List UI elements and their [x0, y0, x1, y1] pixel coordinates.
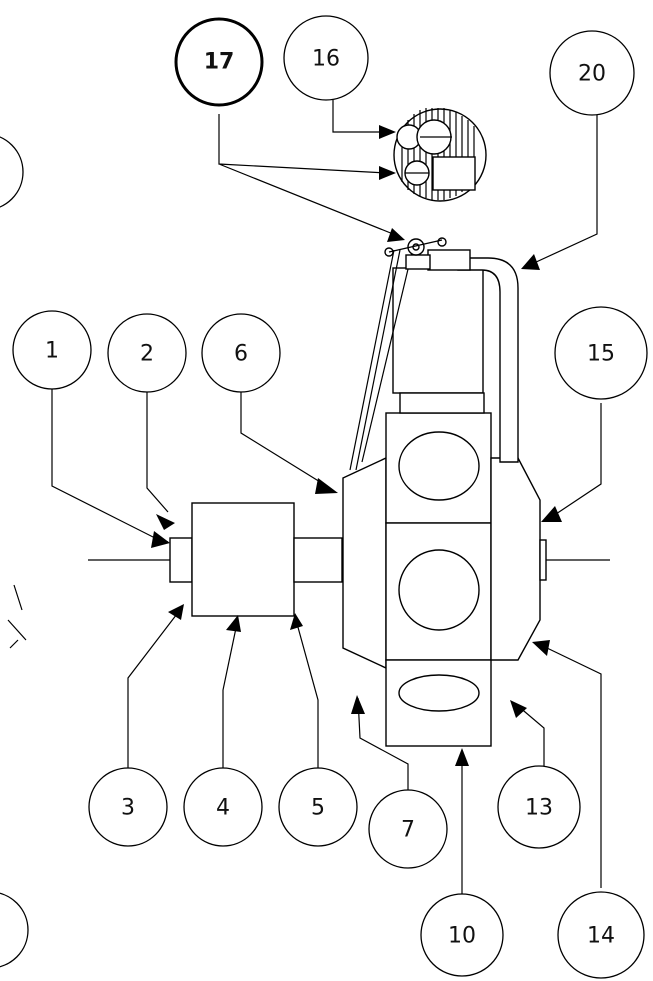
callout-7-label: 7	[401, 818, 415, 843]
shaft-sleeve	[293, 537, 343, 583]
arrow-20	[521, 254, 540, 270]
inlet-bell	[342, 456, 387, 670]
pump-housing	[342, 412, 547, 747]
leader-3	[127, 609, 181, 768]
callout-17: 17	[174, 17, 264, 107]
arrow-6	[315, 478, 338, 494]
callout-6: 6	[201, 313, 281, 393]
callout-4: 4	[183, 767, 263, 847]
leader-17	[218, 114, 399, 237]
motor-base	[399, 392, 485, 414]
motor-assembly	[349, 237, 519, 471]
callout-15: 15	[554, 306, 648, 400]
callout-5-label: 5	[311, 796, 325, 821]
partial-margin-mark	[7, 584, 27, 649]
return-tube	[457, 257, 519, 463]
callout-10: 10	[420, 893, 504, 977]
callout-2-label: 2	[140, 342, 154, 367]
lifting-cable	[349, 243, 415, 471]
arrow-10	[455, 748, 469, 766]
leader-5	[295, 619, 319, 768]
hook-bracket	[405, 254, 431, 270]
motor-body	[392, 267, 484, 394]
lower-port	[398, 674, 480, 712]
callout-20-label: 20	[578, 62, 606, 87]
middle-port	[398, 549, 480, 631]
detail-box	[432, 156, 476, 191]
upper-port	[398, 431, 480, 501]
callout-13-label: 13	[525, 796, 553, 821]
leader-7	[357, 697, 409, 790]
callout-1-label: 1	[45, 339, 59, 364]
partial-callout-left-top	[0, 136, 24, 208]
leader-13	[517, 705, 545, 769]
callout-5: 5	[278, 767, 358, 847]
arrow-4	[226, 615, 241, 632]
arrow-16	[379, 125, 396, 139]
motor-cap	[427, 249, 471, 271]
callout-3: 3	[88, 767, 168, 847]
arrow-13	[510, 700, 527, 718]
arrow-7	[351, 695, 365, 714]
arrow-2	[156, 514, 175, 530]
callout-16: 16	[283, 15, 369, 101]
arrow-15	[541, 506, 562, 522]
callout-4-label: 4	[216, 796, 230, 821]
callout-15-label: 15	[587, 342, 615, 367]
drive-assembly	[169, 502, 343, 617]
coupling-housing	[191, 502, 295, 617]
callout-7: 7	[368, 789, 448, 869]
detail-view	[393, 108, 487, 202]
leader-20	[533, 111, 598, 264]
coupling-end	[169, 537, 193, 583]
leader-15	[555, 403, 602, 515]
arrow-17b	[387, 228, 405, 242]
leader-6	[240, 391, 326, 486]
callout-3-label: 3	[121, 796, 135, 821]
callout-20: 20	[549, 30, 635, 116]
outlet-bell	[490, 457, 541, 661]
callout-2: 2	[107, 313, 187, 393]
leader-16	[332, 100, 387, 133]
callout-13: 13	[497, 765, 581, 849]
partial-callout-left-bottom	[0, 892, 29, 968]
leader-2	[146, 391, 169, 513]
arrow-heads	[151, 125, 562, 766]
arrow-1	[151, 531, 170, 548]
outlet-stub	[539, 539, 547, 581]
callout-10-label: 10	[448, 924, 476, 949]
leader-14	[546, 647, 602, 888]
arrow-17a	[379, 166, 396, 180]
callout-14: 14	[557, 891, 645, 979]
callout-17-label: 17	[204, 50, 235, 75]
leader-4	[222, 627, 237, 768]
callout-16-label: 16	[312, 47, 340, 72]
callout-6-label: 6	[234, 342, 248, 367]
arrow-5	[290, 613, 303, 630]
arrow-3	[168, 604, 184, 620]
pulley-side	[437, 237, 447, 247]
callout-1: 1	[12, 310, 92, 390]
leader-1	[51, 385, 169, 543]
callout-14-label: 14	[587, 924, 615, 949]
leader-lines	[51, 100, 602, 900]
arrow-14	[532, 640, 550, 656]
